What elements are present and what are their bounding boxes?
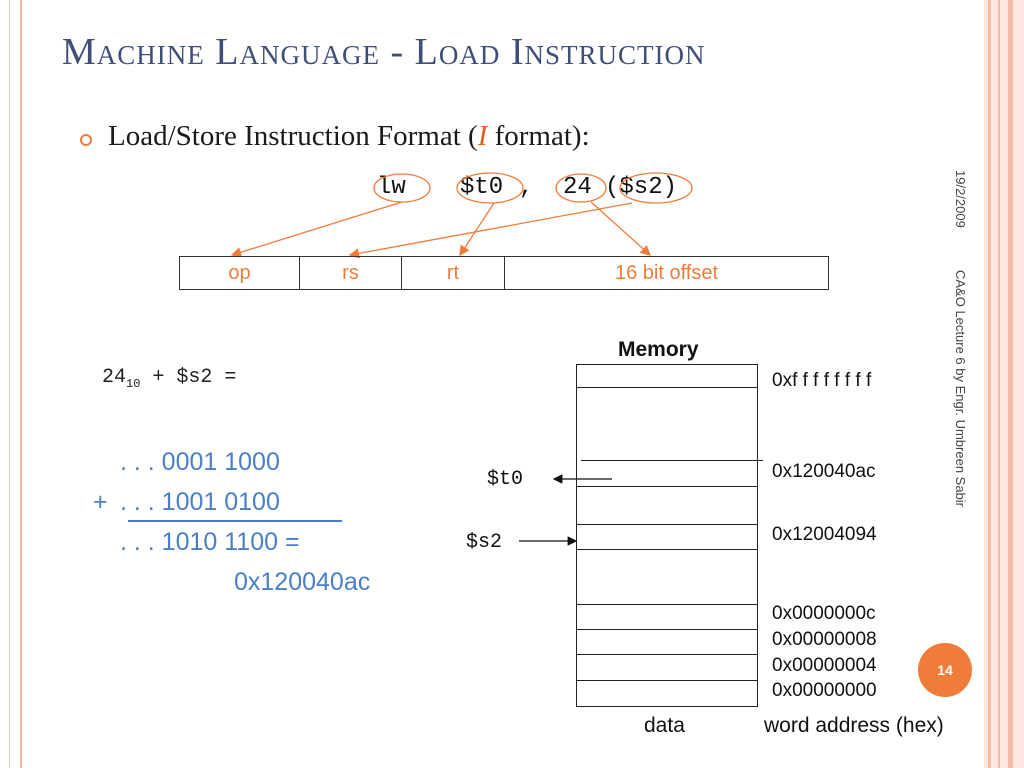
bullet-format-text: Load/Store Instruction Format (I format)… <box>108 120 590 153</box>
instr-rt: $t0 <box>460 174 504 201</box>
page-number-badge: 14 <box>918 643 972 697</box>
bullet-circle-icon <box>80 134 92 146</box>
register-t0-label: $t0 <box>487 468 524 491</box>
address-label: 0x00000000 <box>772 680 877 701</box>
bullet-prefix: Load/Store Instruction Format ( <box>108 120 478 152</box>
address-label: 0x00000008 <box>772 629 877 650</box>
memory-divider <box>577 486 757 487</box>
sum-underline <box>128 520 342 522</box>
left-frame-border <box>0 0 22 768</box>
address-label: 0x12004094 <box>772 524 877 545</box>
instr-rs: ($s2) <box>605 174 678 201</box>
memory-title: Memory <box>618 338 699 361</box>
ellipse-rt <box>456 172 524 204</box>
ellipse-rs <box>619 172 693 204</box>
calc-line-2: . . . 1001 0100 <box>120 488 280 516</box>
calc-result: 0x120040ac <box>234 568 371 596</box>
slide-title: Machine Language - Load Instruction <box>62 31 706 73</box>
field-op: op <box>180 257 300 289</box>
address-expression: 2410 + $s2 = <box>102 366 236 391</box>
arrow-op <box>230 201 403 258</box>
ellipse-op <box>373 173 431 203</box>
data-column-label: data <box>644 714 685 737</box>
memory-divider <box>577 680 757 681</box>
address-label: 0xf f f f f f f f <box>772 370 872 391</box>
field-rs: rs <box>300 257 402 289</box>
memory-divider <box>577 654 757 655</box>
lecture-footer: CA&O Lecture 6 by Engr. Umbreen Sabir <box>953 270 968 508</box>
right-frame-stripes <box>984 0 1024 768</box>
memory-divider <box>577 629 757 630</box>
arrow-offset <box>590 201 651 256</box>
address-label: 0x00000004 <box>772 655 877 676</box>
expr-subscript: 10 <box>126 377 141 391</box>
expr-rest: + $s2 = <box>140 366 237 389</box>
instruction-format-box: op rs rt 16 bit offset <box>179 256 829 290</box>
calc-plus: + <box>93 488 115 516</box>
memory-divider <box>577 524 757 525</box>
address-label: 0x0000000c <box>772 603 876 624</box>
slide-date: 19/2/2009 <box>953 170 968 228</box>
bullet-italic-i: I <box>477 120 488 152</box>
ellipse-imm <box>555 173 607 203</box>
register-s2-label: $s2 <box>466 531 503 554</box>
memory-block <box>576 364 763 707</box>
memory-divider <box>577 604 757 605</box>
expr-base: 24 <box>102 366 127 389</box>
memory-divider <box>581 460 763 461</box>
arrow-rs <box>348 202 633 259</box>
bullet-suffix: format): <box>487 120 590 152</box>
instr-imm: 24 <box>563 174 592 201</box>
field-rt: rt <box>402 257 505 289</box>
arrow-rt <box>459 202 495 257</box>
memory-divider <box>577 387 757 388</box>
address-column-label: word address (hex) <box>764 714 944 737</box>
instr-comma: , <box>519 174 534 201</box>
address-label: 0x120040ac <box>772 461 876 482</box>
calc-line-3: . . . 1010 1100 = <box>120 528 300 556</box>
field-offset: 16 bit offset <box>614 261 719 284</box>
memory-divider <box>577 549 757 550</box>
calc-line-1: . . . 0001 1000 <box>120 448 280 476</box>
